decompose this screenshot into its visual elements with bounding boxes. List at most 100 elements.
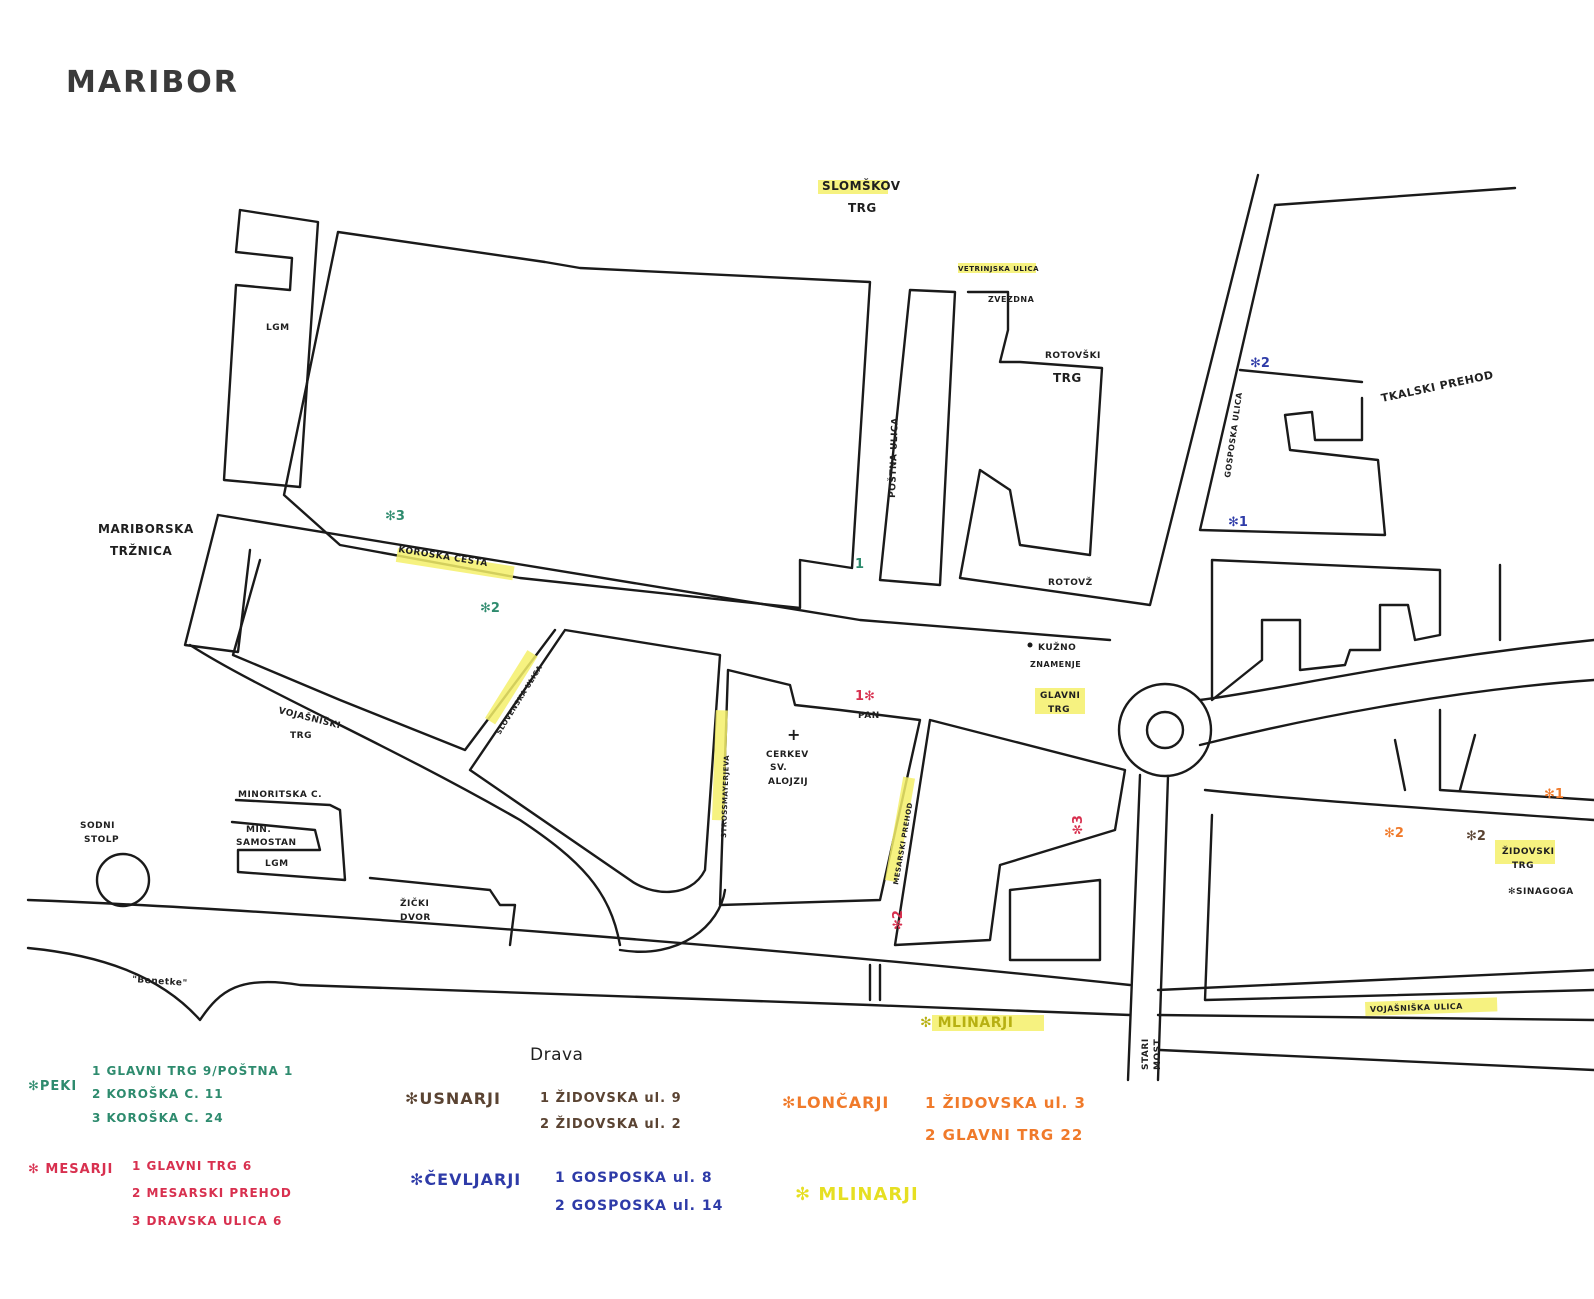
roundabout-outer (1117, 682, 1213, 778)
block-right-small (1438, 708, 1594, 802)
sodni-stolp-circle (95, 852, 151, 908)
label-trznica-2: TRŽNICA (110, 543, 172, 558)
legend-usnarji: ✻USNARJI 1 ŽIDOVSKA ul. 9 2 ŽIDOVSKA ul.… (405, 1089, 682, 1132)
street-network (26, 173, 1594, 1082)
marker-mesarji-1: 1✻ (855, 689, 875, 704)
block-right-mid (1210, 558, 1442, 702)
map-title: MARIBOR (66, 65, 239, 100)
label-tkalski: TKALSKI PREHOD (1380, 368, 1495, 405)
label-mlinarji-river: ✻ MLINARJI (920, 1015, 1013, 1031)
label-rotovz: ROTOVŽ (1048, 576, 1093, 588)
block-small-square (1008, 878, 1102, 962)
label-glavni-2: TRG (1048, 705, 1070, 715)
marker-lon-1: ✻1 (1544, 787, 1564, 802)
legend-usnarji-2: 2 ŽIDOVSKA ul. 2 (540, 1116, 682, 1132)
marker-lon-2: ✻2 (1384, 826, 1404, 841)
street-vojasniski-diagonal (188, 643, 622, 947)
hl-koroska (395, 548, 515, 581)
label-vetrinjska: VETRINJSKA ULICA (958, 265, 1039, 273)
marker-peki-1: 1 (855, 557, 864, 572)
vojasniska-ulica (1156, 968, 1594, 992)
label-minoritska: MINORITSKA C. (238, 790, 322, 800)
legend-loncarji: ✻LONČARJI 1 ŽIDOVSKA ul. 3 2 GLAVNI TRG … (782, 1093, 1085, 1144)
block-rotovski (958, 173, 1260, 607)
lent-street-south (26, 946, 1132, 1022)
block-slovenska (468, 628, 722, 894)
label-sinagoga: ✻SINAGOGA (1508, 887, 1574, 897)
trznica-block (183, 513, 252, 654)
label-sodni-2: STOLP (84, 835, 119, 845)
legend-usnarji-label: ✻USNARJI (405, 1089, 501, 1108)
marker-peki-3: ✻3 (385, 509, 405, 524)
street-right-curve-top (1198, 638, 1594, 702)
hl-slomskov (818, 180, 888, 194)
hl-mesarski (885, 776, 916, 883)
street-top-right (1273, 186, 1517, 207)
legend-mlinarji: ✻ MLINARJI (795, 1184, 918, 1205)
label-zvezdna: ZVEZDNA (988, 295, 1035, 304)
place-labels: SLOMŠKOV TRG LGM MARIBORSKA TRŽNICA KORO… (80, 178, 1574, 1070)
block-zidovski (1203, 813, 1594, 1002)
marker-zev-2: ✻2 (1250, 356, 1270, 371)
label-stari-1: STARI (1141, 1038, 1151, 1070)
label-rotovski-2: TRG (1053, 371, 1082, 385)
label-kuzno-1: KUŽNO (1038, 641, 1076, 653)
label-slomskov-1: SLOMŠKOV (822, 178, 901, 193)
legend-mesarji-3: 3 DRAVSKA ULICA 6 (132, 1214, 282, 1228)
label-zicki-2: DVOR (400, 913, 431, 923)
legend-mesarji-1: 1 GLAVNI TRG 6 (132, 1159, 252, 1173)
label-lgm-bottom: LGM (265, 859, 289, 869)
label-pan: PAN (858, 711, 880, 721)
legend: ✻PEKI 1 GLAVNI TRG 9/POŠTNA 1 2 KOROŠKA … (28, 1063, 1085, 1228)
label-kuzno-2: ZNAMENJE (1030, 660, 1081, 669)
label-stari-2: MOST (1153, 1038, 1163, 1070)
legend-peki-1: 1 GLAVNI TRG 9/POŠTNA 1 (92, 1063, 293, 1078)
legend-mesarji: ✻ MESARJI 1 GLAVNI TRG 6 2 MESARSKI PREH… (28, 1159, 292, 1228)
label-cerkev-3: ALOJZIJ (768, 777, 808, 787)
street-zidovska (1203, 788, 1594, 822)
street-highlights (395, 180, 1555, 1031)
label-cerkev-1: CERKEV (766, 750, 809, 760)
legend-loncarji-label: ✻LONČARJI (782, 1093, 889, 1112)
label-gosposka: GOSPOSKA ULICA (1223, 391, 1244, 478)
lgm-block-top (222, 208, 320, 489)
label-strossmayer: STROSSMAYERJEVA (720, 755, 731, 838)
label-vojasniski-2: TRG (290, 731, 312, 741)
legend-zevljarji-1: 1 GOSPOSKA ul. 8 (555, 1170, 713, 1186)
street-stub (868, 963, 882, 1002)
block-postna (878, 288, 957, 587)
label-rotovski-1: ROTOVŠKI (1045, 349, 1101, 361)
legend-peki: ✻PEKI 1 GLAVNI TRG 9/POŠTNA 1 2 KOROŠKA … (28, 1063, 293, 1125)
block-minoritska (230, 798, 347, 882)
lent-street-north (26, 898, 1132, 987)
stari-most-street (1126, 773, 1170, 1082)
block-zicki-dvor (368, 876, 517, 947)
marker-mesarji-2: ✻2 (891, 910, 906, 930)
tkalski-prehod-line (1238, 368, 1364, 384)
hl-zidovski-trg (1495, 840, 1555, 864)
right-dividers (1393, 733, 1477, 792)
label-postna-ulica: POŠTNA ULICA (886, 417, 901, 498)
label-slomskov-2: TRG (848, 201, 877, 215)
label-zidovski-1: ŽIDOVSKI (1502, 845, 1555, 857)
street-slovenska-end (618, 888, 727, 953)
riverside-east-north (1156, 1013, 1594, 1022)
marker-peki-2: ✻2 (480, 601, 500, 616)
guild-markers: ✻3 ✻2 1 1✻ ✻3 ✻2 ✻2 ✻1 ✻1 ✻2 ✻2 (385, 356, 1564, 930)
label-drava: Drava (530, 1045, 583, 1065)
legend-peki-3: 3 KOROŠKA C. 24 (92, 1110, 224, 1125)
hl-vojasniska (1364, 997, 1498, 1016)
label-vojasniski-1: VOJAŠNIŠKI (277, 704, 342, 731)
label-glavni-1: GLAVNI (1040, 691, 1080, 701)
label-zidovski-2: TRG (1512, 861, 1534, 871)
label-sodni-1: SODNI (80, 821, 115, 831)
legend-zevljarji: ✻ČEVLJARJI 1 GOSPOSKA ul. 8 2 GOSPOSKA u… (410, 1170, 722, 1214)
legend-peki-2: 2 KOROŠKA C. 11 (92, 1086, 224, 1101)
legend-mesarji-2: 2 MESARSKI PREHOD (132, 1186, 292, 1200)
marker-usn-2: ✻2 (1466, 829, 1486, 844)
block-gosposka (1198, 203, 1387, 537)
hl-glavni-trg (1035, 688, 1085, 714)
legend-usnarji-1: 1 ŽIDOVSKA ul. 9 (540, 1090, 682, 1106)
koroska-cesta-south (216, 513, 1112, 642)
